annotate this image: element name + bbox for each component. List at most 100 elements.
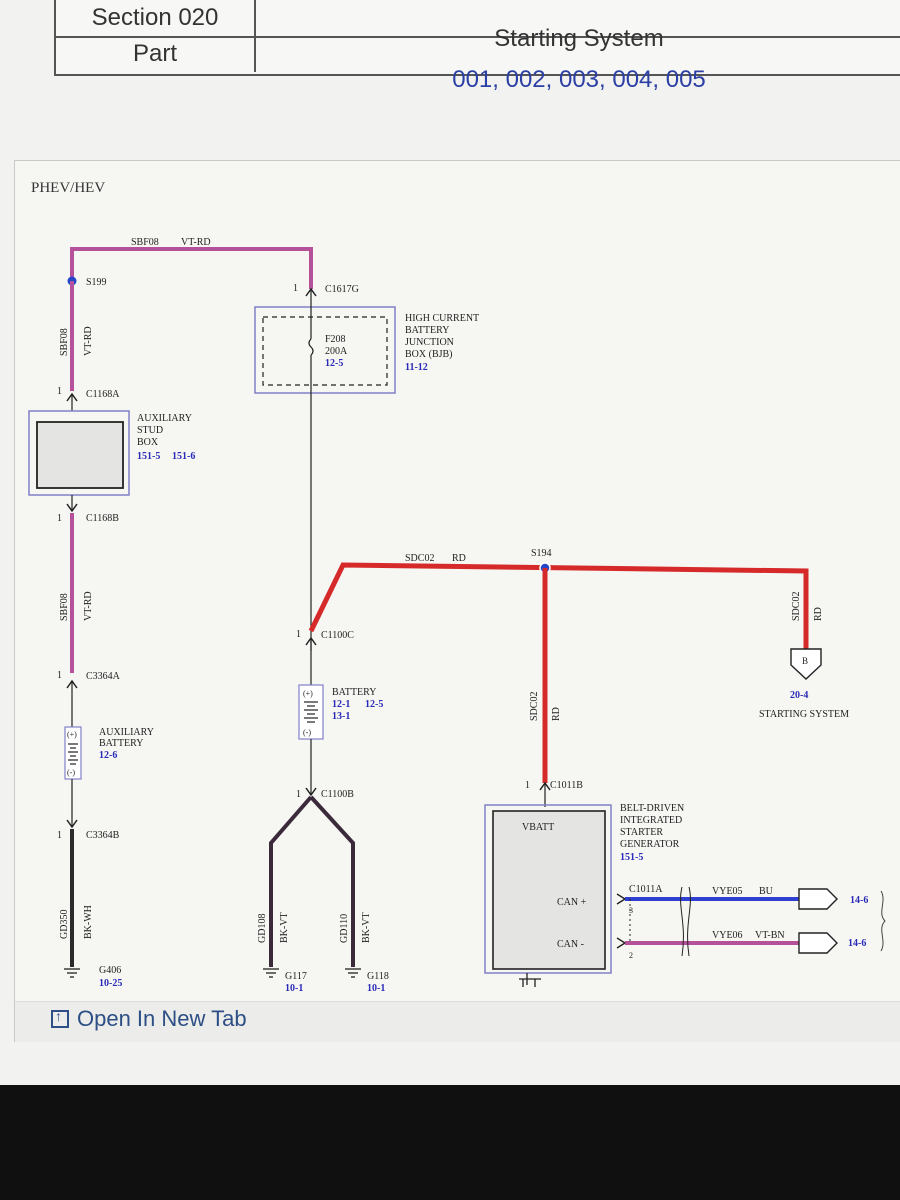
wire-left-upper-color: VT-RD	[83, 326, 94, 356]
aux-battery-frame	[64, 726, 82, 780]
wire-left-lower-circuit: SBF08	[59, 593, 70, 621]
ground-g406-name: G406	[99, 965, 121, 976]
bisg-line4: GENERATOR	[620, 839, 680, 850]
bisg-line1: BELT-DRIVEN	[620, 803, 684, 814]
bisg-can-plus: CAN +	[557, 897, 587, 908]
diagram-panel: PHEV/HEV SBF08 VT-RD S199 SBF08 VT-RD 1 …	[14, 160, 900, 1042]
diagram-title: PHEV/HEV	[31, 180, 105, 196]
ground-g406-ref: 10-25	[99, 978, 122, 989]
c1168a-pin: 1	[57, 386, 62, 397]
can-plus-offpage-connector[interactable]	[798, 888, 838, 910]
splice-s199-label: S199	[86, 277, 107, 288]
bisg-vbatt: VBATT	[522, 822, 554, 833]
starting-system-name: STARTING SYSTEM	[759, 709, 849, 720]
section-row: Section 020 Starting System	[56, 0, 900, 52]
aux-battery-ref: 12-6	[99, 750, 117, 761]
bjb-inner	[262, 316, 388, 386]
wire-vye05-color: BU	[759, 886, 774, 897]
can-plus-pin-arrow	[616, 893, 627, 905]
c1011a-label: C1011A	[629, 884, 663, 895]
battery-minus: (-)	[303, 728, 311, 737]
twisted-pair-marker-b	[687, 886, 691, 957]
c1168b-pin: 1	[57, 513, 62, 524]
c1011a-pin-plus: 3	[629, 906, 633, 915]
wiring-diagram: PHEV/HEV SBF08 VT-RD S199 SBF08 VT-RD 1 …	[15, 161, 900, 1001]
ground-g118-ref: 10-1	[367, 983, 385, 994]
aux-stud-line2: STUD	[137, 425, 163, 436]
battery-ref3: 13-1	[332, 711, 350, 722]
wire-bisg-color: RD	[551, 707, 562, 721]
bjb-line1: HIGH CURRENT	[405, 313, 479, 324]
aux-battery-cells	[68, 743, 78, 765]
bjb-frame	[254, 306, 396, 394]
aux-battery-line1: AUXILIARY	[99, 727, 154, 738]
wire-gd108-color: BK-VT	[279, 912, 290, 943]
c3364a-pin: 1	[57, 670, 62, 681]
can-bus-brace	[880, 890, 886, 952]
ground-g117-name: G117	[285, 971, 307, 982]
wire-sbf08-top	[70, 247, 313, 289]
wire-gd108	[269, 795, 313, 967]
c1100c-pin: 1	[296, 629, 301, 640]
c1617g-pin: 1	[293, 283, 298, 294]
fuse-f208-amps: 200A	[325, 346, 348, 357]
wire-top-color: VT-RD	[181, 237, 211, 248]
ground-g118-symbol	[345, 968, 361, 978]
can-minus-ref[interactable]: 14-6	[848, 938, 866, 949]
battery-frame	[298, 684, 324, 740]
c1168a-label: C1168A	[86, 389, 120, 400]
wire-starter-circuit: SDC02	[791, 592, 802, 621]
wire-gd350-color: BK-WH	[83, 905, 94, 939]
section-value: Starting System	[494, 25, 664, 52]
open-in-new-tab-label: Open In New Tab	[77, 1006, 247, 1031]
bjb-line3: JUNCTION	[405, 337, 454, 348]
c3364b-pin: 1	[57, 830, 62, 841]
battery-cells	[304, 701, 318, 723]
bjb-line2: BATTERY	[405, 325, 449, 336]
starting-system-connector	[790, 648, 822, 680]
battery-ref2: 12-5	[365, 699, 383, 710]
starting-system-ref: 20-4	[790, 690, 808, 701]
ground-g406-symbol	[64, 968, 80, 978]
part-row: Part 001, 002, 003, 004, 005	[56, 36, 900, 93]
c1100b-pin: 1	[296, 789, 301, 800]
open-in-new-tab-link[interactable]: Open In New Tab	[51, 1006, 247, 1032]
panel-footer: Open In New Tab	[15, 1001, 900, 1042]
can-plus-ref[interactable]: 14-6	[850, 895, 868, 906]
battery-plus: (+)	[303, 689, 313, 698]
c1011b-label: C1011B	[550, 780, 583, 791]
ground-g118-name: G118	[367, 971, 389, 982]
bjb-ref: 11-12	[405, 362, 428, 373]
ground-g117-symbol	[263, 968, 279, 978]
splice-s194-label: S194	[531, 548, 552, 559]
c1011b-pin: 1	[525, 780, 530, 791]
can-minus-offpage-connector[interactable]	[798, 932, 838, 954]
wire-gd108-circuit: GD108	[257, 914, 268, 943]
bisg-module	[492, 810, 606, 970]
fuse-f208-name: F208	[325, 334, 346, 345]
c3364b-label: C3364B	[86, 830, 120, 841]
c1168b-label: C1168B	[86, 513, 119, 524]
wire-left-upper-circuit: SBF08	[59, 328, 70, 356]
bisg-ground-symbol	[519, 973, 541, 987]
aux-stud-ref2: 151-6	[172, 451, 195, 462]
aux-stud-box	[36, 421, 124, 489]
aux-battery-line2: BATTERY	[99, 738, 143, 749]
c1100b-label: C1100B	[321, 789, 354, 800]
wiring-diagram-svg: PHEV/HEV SBF08 VT-RD S199 SBF08 VT-RD 1 …	[28, 180, 886, 994]
starting-system-pin: B	[802, 656, 808, 666]
twisted-pair-marker-a	[680, 886, 684, 957]
aux-stud-line1: AUXILIARY	[137, 413, 192, 424]
open-new-tab-icon	[51, 1008, 69, 1028]
bjb-line4: BOX (BJB)	[405, 349, 453, 360]
bisg-frame	[484, 804, 612, 974]
ground-g117-ref: 10-1	[285, 983, 303, 994]
bisg-line3: STARTER	[620, 827, 663, 838]
wire-vye06-color: VT-BN	[755, 930, 785, 941]
aux-battery-plus: (+)	[67, 730, 77, 739]
wire-sdc02-main	[308, 562, 809, 649]
wire-starter-color: RD	[813, 607, 824, 621]
c1011a-pin-minus: 2	[629, 951, 633, 960]
c1617g-label: C1617G	[325, 284, 359, 295]
c1100c-label: C1100C	[321, 630, 354, 641]
